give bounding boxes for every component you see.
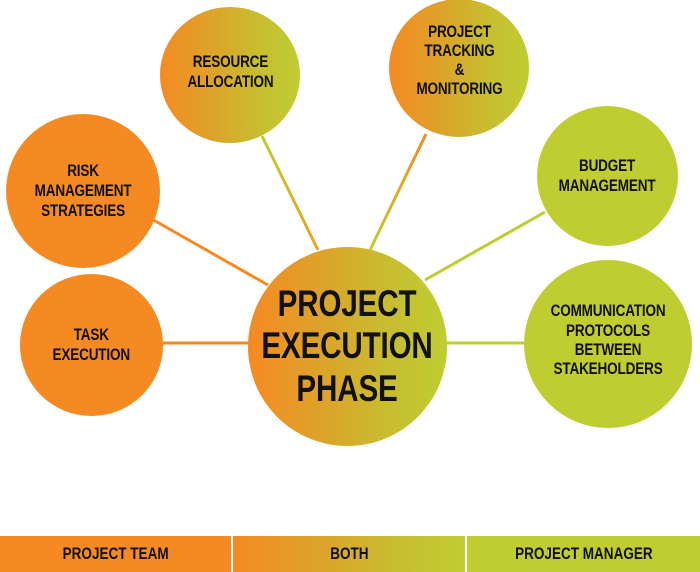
node-task-execution: TASK EXECUTION (20, 274, 163, 416)
legend-both: BOTH (233, 536, 465, 572)
node-label: COMMUNICATION PROTOCOLS BETWEEN STAKEHOL… (550, 302, 666, 379)
legend-label: BOTH (329, 544, 369, 563)
node-project-tracking-monitoring: PROJECT TRACKING & MONITORING (389, 0, 529, 137)
legend-project-manager: PROJECT MANAGER (467, 536, 700, 572)
legend: PROJECT TEAM BOTH PROJECT MANAGER (0, 536, 700, 572)
node-label: PROJECT TRACKING & MONITORING (415, 23, 503, 98)
legend-label: PROJECT TEAM (62, 544, 169, 563)
node-label: TASK EXECUTION (52, 325, 131, 364)
legend-label: PROJECT MANAGER (514, 544, 653, 563)
connector-budget (424, 210, 546, 282)
node-budget-management: BUDGET MANAGEMENT (537, 106, 678, 246)
connector-resource (260, 135, 320, 251)
node-label: RESOURCE ALLOCATION (186, 52, 274, 91)
center-node-label: PROJECT EXECUTION PHASE (261, 283, 434, 409)
node-risk-management-strategies: RISK MANAGEMENT STRATEGIES (6, 114, 160, 268)
connector-risk (149, 216, 269, 287)
node-label: RISK MANAGEMENT STRATEGIES (34, 161, 132, 221)
connector-tracking (368, 133, 428, 251)
node-label: BUDGET MANAGEMENT (559, 156, 656, 195)
node-communication-protocols: COMMUNICATION PROTOCOLS BETWEEN STAKEHOL… (524, 260, 692, 428)
legend-project-team: PROJECT TEAM (0, 536, 231, 572)
node-resource-allocation: RESOURCE ALLOCATION (160, 7, 300, 143)
center-node-project-execution-phase: PROJECT EXECUTION PHASE (248, 247, 447, 446)
